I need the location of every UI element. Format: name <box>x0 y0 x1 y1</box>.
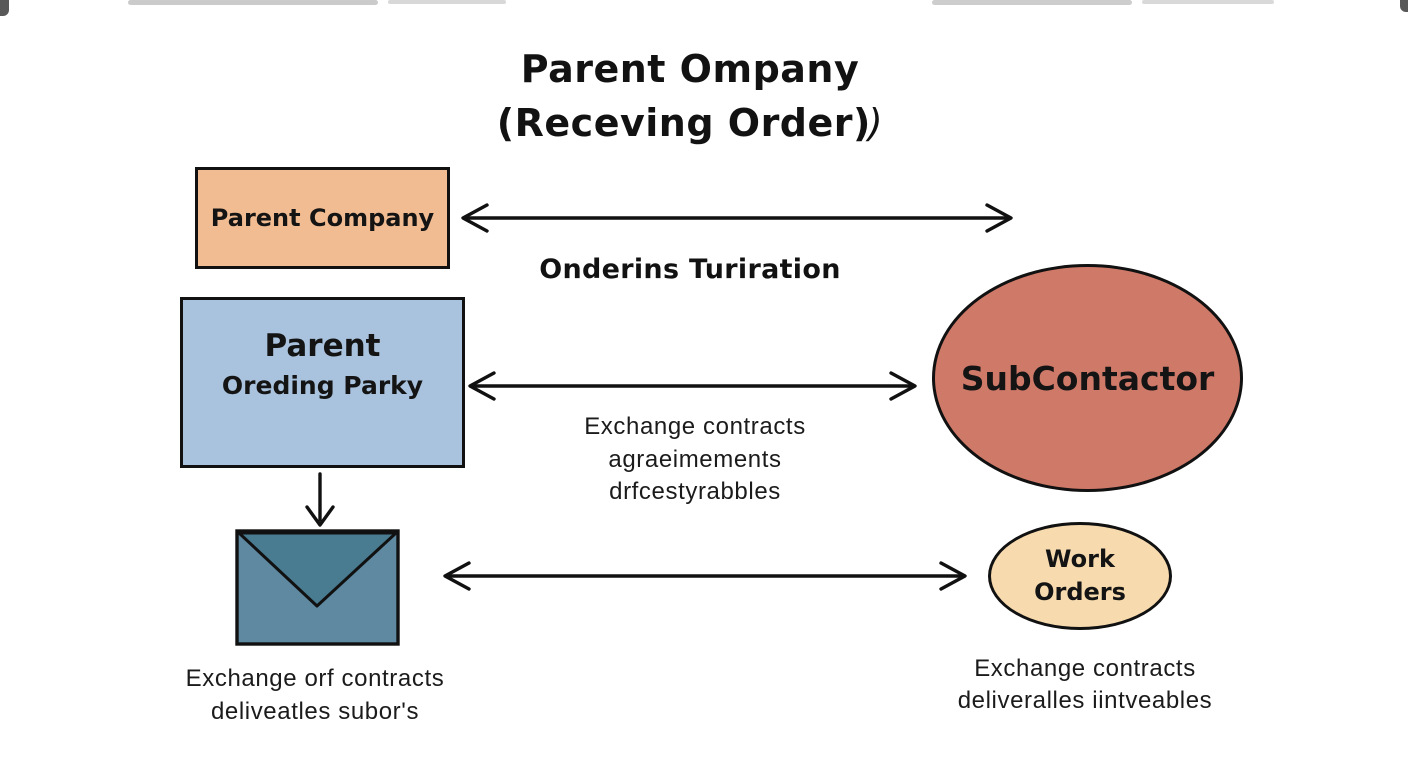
envelope-icon <box>235 529 400 646</box>
parent-company-label: Parent Company <box>210 204 435 232</box>
middle-arrow-label: Exchange contracts agraeimements drfcest… <box>495 411 895 509</box>
title-line-2-extra-paren: ) <box>867 101 884 145</box>
title-line-2: (Receving Order)) <box>340 96 1040 150</box>
middle-arrow-label-line3: drfcestyrabbles <box>609 478 781 505</box>
bottom-left-caption-line1: Exchange orf contracts <box>185 665 445 692</box>
middle-arrow-label-line2: agraeimements <box>608 445 782 473</box>
title-line-1: Parent Ompany <box>520 47 860 91</box>
work-orders-line1: Work <box>1045 545 1115 573</box>
top-edge-artifact <box>1142 0 1274 4</box>
diagram-title: Parent Ompany (Receving Order)) <box>340 42 1040 150</box>
arrow-head-right <box>985 203 1013 233</box>
bottom-left-caption: Exchange orf contracts deliveatles subor… <box>150 662 480 728</box>
arrow-head-down <box>305 505 335 527</box>
top-edge-artifact <box>388 0 506 4</box>
work-orders-line2: Orders <box>1034 578 1126 606</box>
arrow-head-left <box>461 203 489 233</box>
subcontractor-ellipse: SubContactor <box>932 264 1243 492</box>
work-orders-ellipse: Work Orders <box>988 522 1172 630</box>
envelope-body <box>235 529 400 646</box>
arrow-head-left <box>468 371 496 401</box>
envelope-flap <box>237 531 398 608</box>
top-edge-artifact <box>128 0 378 5</box>
top-left-corner-artifact <box>0 0 9 16</box>
arrow-head-left <box>443 561 471 591</box>
bottom-right-caption-line2: deliveralles iintveables <box>957 687 1213 714</box>
double-arrow-bottom <box>443 561 967 591</box>
parent-company-box: Parent Company <box>195 167 450 269</box>
double-arrow-top <box>461 203 1013 233</box>
top-right-corner-artifact <box>1400 0 1408 12</box>
subcontractor-label: SubContactor <box>960 358 1215 398</box>
title-line-2-text: (Receving Order) <box>496 101 871 145</box>
arrow-head-right <box>889 371 917 401</box>
bottom-left-caption-line2: deliveatles subor's <box>210 698 420 725</box>
bottom-right-caption-line1: Exchange contracts <box>974 655 1196 682</box>
top-edge-artifact <box>932 0 1132 5</box>
bottom-right-caption: Exchange contracts deliveralles iintveab… <box>918 653 1252 717</box>
parent-ordering-line1: Parent <box>264 328 381 364</box>
parent-ordering-box: Parent Oreding Parky <box>180 297 465 468</box>
middle-arrow-label-line1: Exchange contracts <box>584 413 806 440</box>
down-arrow <box>305 472 335 527</box>
arrow-head-right <box>939 561 967 591</box>
parent-ordering-line2: Oreding Parky <box>221 371 424 400</box>
top-arrow-label: Onderins Turiration <box>539 254 841 285</box>
double-arrow-middle <box>468 371 917 401</box>
